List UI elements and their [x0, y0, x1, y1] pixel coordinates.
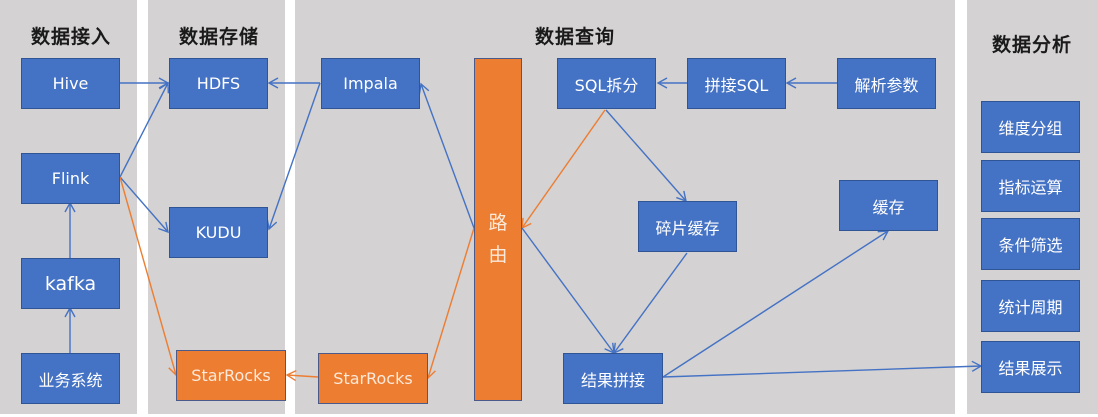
router-label-1: 路 [488, 212, 508, 234]
section-title-ingest: 数据接入 [30, 26, 112, 48]
node-hive: Hive [21, 58, 120, 109]
node-cache: 缓存 [839, 180, 938, 231]
node-starrocks-storage: StarRocks [176, 350, 286, 401]
node-metric-calc: 指标运算 [981, 160, 1080, 212]
node-parse-params: 解析参数 [837, 58, 936, 109]
node-starrocks-query: StarRocks [318, 353, 428, 404]
node-router: 路 由 [474, 58, 522, 401]
node-condition-filter: 条件筛选 [981, 218, 1080, 270]
node-concat-sql: 拼接SQL [687, 58, 786, 109]
node-sql-split: SQL拆分 [557, 58, 656, 109]
node-hdfs: HDFS [169, 58, 268, 109]
node-fragment-cache: 碎片缓存 [638, 201, 737, 252]
section-title-analysis: 数据分析 [991, 34, 1073, 56]
node-biz-system: 业务系统 [21, 353, 120, 404]
node-stat-period: 统计周期 [981, 280, 1080, 332]
node-kafka: kafka [21, 258, 120, 309]
node-kudu: KUDU [169, 207, 268, 258]
node-flink: Flink [21, 153, 120, 204]
section-title-query: 数据查询 [534, 26, 616, 48]
node-result-display: 结果展示 [981, 341, 1080, 393]
router-label-2: 由 [488, 244, 508, 266]
node-impala: Impala [321, 58, 420, 109]
node-result-merge: 结果拼接 [563, 353, 663, 404]
section-title-storage: 数据存储 [178, 26, 260, 48]
node-dimension-group: 维度分组 [981, 101, 1080, 153]
